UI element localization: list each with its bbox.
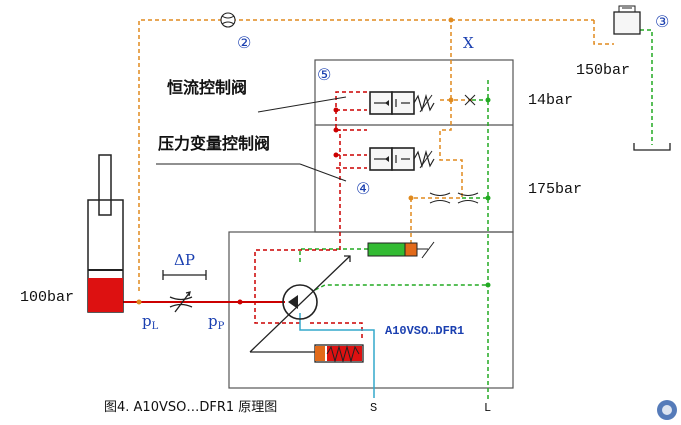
circle-label-3: ③ <box>655 12 669 31</box>
watermark-logo <box>657 400 677 420</box>
circle-label-2: ② <box>237 33 251 52</box>
drain-lines <box>299 29 653 400</box>
delta-p-label: ΔP <box>174 251 195 269</box>
adjust-cylinder-spring <box>250 344 364 363</box>
circle-label-5: ⑤ <box>317 65 331 84</box>
port-x-label: X <box>463 34 474 52</box>
label-constant-flow-valve: 恒流控制阀 <box>167 78 247 97</box>
label-pressure-valve: 压力变量控制阀 <box>158 134 270 153</box>
figure-caption: 图4. A10VSO…DFR1 原理图 <box>104 400 277 415</box>
pressure-control-valve <box>369 147 435 171</box>
tank-symbol <box>633 143 671 151</box>
variable-pump <box>249 255 351 353</box>
pump-model-label: A10VSO…DFR1 <box>385 324 464 338</box>
port-s-label: S <box>370 401 377 415</box>
orifices <box>429 94 479 204</box>
pl-label: pL <box>142 312 159 332</box>
junction-dots <box>136 17 491 305</box>
flow-control-valve <box>369 91 435 115</box>
control-block-frame <box>314 59 514 233</box>
pressure-175bar: 175bar <box>528 181 582 198</box>
throttle-valve <box>162 270 207 313</box>
pressure-100bar: 100bar <box>20 289 74 306</box>
load-cylinder <box>87 154 124 313</box>
orifice-2 <box>220 12 236 28</box>
pp-label: pP <box>208 312 225 332</box>
pump-frame <box>228 231 514 389</box>
pressure-14bar: 14bar <box>528 92 573 109</box>
relief-valve <box>613 5 641 35</box>
port-l-label: L <box>484 401 491 415</box>
pressure-150bar: 150bar <box>576 62 630 79</box>
circle-label-4: ④ <box>356 179 370 198</box>
suction-line <box>299 313 375 398</box>
label-leaders <box>156 96 347 182</box>
adjust-cylinder-large <box>367 241 435 259</box>
